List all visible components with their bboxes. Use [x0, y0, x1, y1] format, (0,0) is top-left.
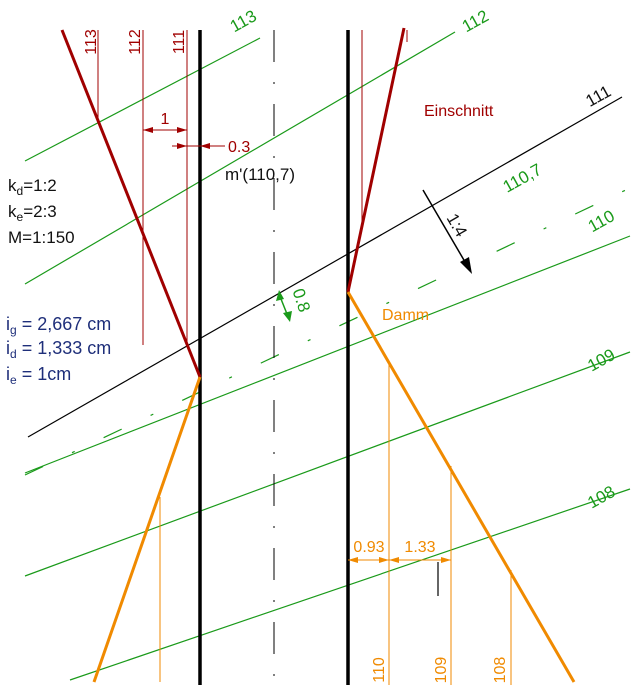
- contour-label-108: 108: [584, 482, 618, 512]
- fill-label-108: 108: [492, 657, 509, 684]
- contour-label-113: 113: [227, 6, 260, 36]
- dim-03-arrow-2: [200, 143, 210, 149]
- contour-label-109: 109: [584, 345, 618, 375]
- einschnitt-label: Einschnitt: [424, 103, 494, 120]
- fill-construction: [92, 291, 576, 685]
- fill-label-109: 109: [433, 657, 450, 684]
- slope-label: 1:4: [443, 210, 471, 240]
- offset-arrow-bottom: [283, 311, 292, 322]
- cut-slope-left: [60, 29, 202, 378]
- dim-1-arrow-right: [177, 127, 187, 133]
- interval-ig: ig = 2,667 cm: [6, 314, 111, 337]
- dim-133-label: 1.33: [404, 539, 435, 556]
- dim-093-arrow-l: [348, 557, 358, 563]
- contour-line-108: [69, 488, 631, 681]
- fill-slope-right: [346, 291, 576, 683]
- legend-scale: M=1:150: [8, 228, 75, 247]
- contour-label-110: 110: [585, 206, 618, 236]
- contour-line-112: [24, 31, 456, 285]
- cut-label-111: 111: [171, 30, 188, 54]
- legend-ke: ke=2:3: [8, 202, 57, 224]
- cut-label-112: 112: [127, 29, 144, 55]
- contour-line-110: [24, 235, 631, 474]
- contour-line-111: [27, 96, 623, 438]
- offset-label: 0.8: [289, 286, 314, 314]
- dim-133-arrow-l: [389, 557, 399, 563]
- legend-kd: kd=1:2: [8, 176, 57, 198]
- dim-133-arrow-r: [441, 557, 451, 563]
- dim-093-label: 0.93: [353, 539, 384, 556]
- dim-03-arrow-1: [177, 143, 187, 149]
- offset-arrow-top: [276, 290, 284, 301]
- slope-arrow-head: [460, 257, 472, 274]
- damm-label: Damm: [382, 307, 429, 324]
- fill-label-110: 110: [371, 657, 388, 683]
- dim-1-label: 1: [161, 111, 170, 128]
- dim-093-arrow-r: [379, 557, 389, 563]
- fill-slope-left: [92, 376, 202, 683]
- cut-slope-right: [346, 27, 406, 293]
- interval-id: id = 1,333 cm: [6, 338, 111, 361]
- contour-line-109: [24, 351, 631, 577]
- point-label: m'(110,7): [225, 165, 295, 184]
- contour-lines: [24, 31, 631, 681]
- contour-label-110-7: 110,7: [500, 160, 545, 197]
- dim-1-arrow-left: [143, 127, 153, 133]
- interval-ie: ie = 1cm: [6, 364, 71, 387]
- cut-label-113: 113: [83, 29, 100, 55]
- contour-label-111: 111: [582, 82, 614, 111]
- slope-arrow-shaft: [422, 189, 469, 268]
- contour-label-112: 112: [459, 6, 492, 36]
- dim-03-label: 0.3: [228, 139, 250, 156]
- cut-construction: [60, 27, 408, 378]
